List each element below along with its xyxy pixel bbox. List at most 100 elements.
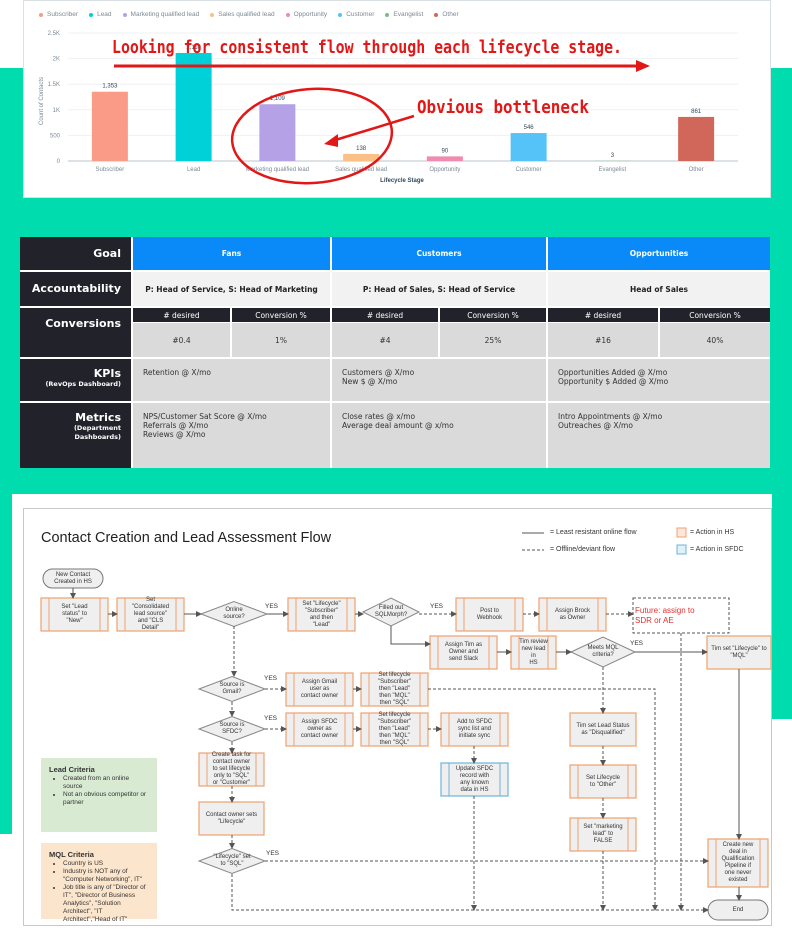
chart-legend: Subscriber Lead Marketing qualified lead Sa…	[39, 11, 459, 18]
process-box	[538, 597, 607, 632]
conversion-header-opportunities: Conversion %	[660, 308, 770, 322]
legend-sfdc-label: = Action in SFDC	[690, 546, 744, 553]
metrics-fans: NPS/Customer Sat Score @ X/mo Referrals …	[133, 403, 330, 468]
goal-header-customers: Customers	[332, 237, 546, 270]
y-axis-label: Count of Contacts	[39, 77, 45, 125]
node-future-label: Future: assign to SDR or AE	[635, 605, 695, 625]
yes-label: YES	[266, 850, 280, 857]
goal-header-opportunities: Opportunities	[548, 237, 770, 270]
accountability-fans: P: Head of Service, S: Head of Marketing	[133, 272, 330, 306]
kpis-title: KPIs	[93, 367, 121, 380]
row-label-conversions: Conversions	[20, 308, 131, 357]
legend-item-marketing-qualified-lead[interactable]: Marketing qualified lead	[122, 11, 199, 18]
desired-value-opportunities: #16	[548, 323, 658, 357]
desired-header-opportunities: # desired	[548, 308, 658, 322]
desired-value-customers: #4	[332, 323, 438, 357]
yes-label: YES	[630, 640, 644, 647]
desired-header-customers: # desired	[332, 308, 438, 322]
yes-label: YES	[264, 675, 278, 682]
node-start-label: New Contact Created in HS	[54, 571, 92, 585]
x-tick-label: Subscriber	[96, 167, 125, 173]
node-post-webhook	[455, 597, 524, 632]
legend-item-subscriber[interactable]: Subscriber	[39, 11, 78, 18]
node-set-lifecycle-lead	[287, 597, 356, 632]
x-tick-label: Evangelist	[599, 167, 627, 173]
flow-connector	[428, 688, 658, 911]
metrics-subtitle: (Department Dashboards)	[73, 424, 121, 441]
bar-value-label: 90	[442, 148, 449, 154]
annotation-arrowhead	[636, 60, 650, 72]
legend-solid-label: = Least resistant online flow	[550, 529, 637, 536]
node-update-sfdc-label: Update SFDC record with any known data i…	[455, 765, 494, 793]
node-filled-sqlmorph-label: Filled out SQLMorph?	[374, 605, 408, 618]
legend-item-evangelist[interactable]: Evangelist	[385, 11, 423, 18]
node-create-deal	[707, 838, 769, 888]
node-set-lifecycle-sfdc-label: Set lifecycle "Subscriber" then "Lead" t…	[378, 712, 411, 746]
process-box	[360, 712, 429, 747]
x-tick-label: Opportunity	[429, 167, 460, 173]
bar-value-label: 1,353	[102, 84, 118, 90]
node-set-lifecycle-lead-label: Set "Lifecycle" "Subscriber" and then "L…	[302, 600, 341, 628]
flow-connector	[390, 626, 431, 647]
process-box	[287, 597, 356, 632]
legend-label: Other	[442, 11, 459, 18]
bar-value-label: 3	[611, 153, 615, 159]
legend-item-customer[interactable]: Customer	[338, 11, 374, 18]
legend-item-lead[interactable]: Lead	[89, 11, 112, 18]
legend-label: Customer	[346, 11, 375, 18]
legend-swatch	[385, 12, 390, 17]
legend-item-sales-qualified-lead[interactable]: Sales qualified lead	[210, 11, 275, 18]
legend-label: Opportunity	[293, 11, 328, 18]
yes-label: YES	[264, 715, 278, 722]
legend-swatch	[210, 12, 215, 17]
node-contact-owner-sets	[198, 801, 265, 836]
bar-value-label: 546	[524, 125, 535, 131]
node-tim-disqualified-label: Tim set Lead Status as "Disqualified"	[576, 722, 630, 736]
legend-item-opportunity[interactable]: Opportunity	[285, 11, 328, 18]
legend-item-other[interactable]: Other	[434, 11, 459, 18]
bar-opportunity	[426, 156, 463, 161]
node-lifecycle-sql-label: "Lifecycle" set to "SQL"	[213, 854, 251, 867]
bar-value-label: 138	[356, 146, 367, 152]
x-tick-label: Other	[689, 167, 704, 173]
legend-dashed-label: = Offline/deviant flow	[550, 546, 616, 553]
kpis-subtitle: (RevOps Dashboard)	[45, 380, 121, 388]
legend-label: Sales qualified lead	[218, 11, 275, 18]
legend-label: Subscriber	[47, 11, 79, 18]
annotation-bottleneck-circle	[230, 87, 394, 185]
legend-swatch	[122, 12, 127, 17]
node-set-consolidated	[116, 597, 185, 632]
node-add-sfdc-sync	[440, 712, 509, 747]
node-filled-sqlmorph	[361, 597, 421, 627]
legend-sfdc-swatch	[676, 544, 687, 555]
node-set-lifecycle-gmail-label: Set lifecycle "Subscriber" then "Lead" t…	[378, 672, 411, 706]
flow-title: Contact Creation and Lead Assessment Flo…	[41, 530, 332, 546]
y-tick-label: 2.5K	[48, 31, 60, 37]
kpis-opportunities: Opportunities Added @ X/mo Opportunity $…	[548, 359, 770, 401]
desired-header-fans: # desired	[133, 308, 230, 322]
node-assign-gmail-label: Assign Gmail user as contact owner	[300, 679, 339, 699]
node-create-task	[198, 752, 265, 787]
annotation-flow-text: Looking for consistent flow through each…	[112, 37, 622, 58]
y-tick-label: 1K	[53, 108, 60, 114]
kpis-fans: Retention @ X/mo	[133, 359, 330, 401]
y-tick-label: 1.5K	[48, 82, 60, 88]
lifecycle-chart-panel: Subscriber Lead Marketing qualified lead Sa…	[23, 0, 771, 198]
legend-swatch	[89, 12, 94, 17]
node-tim-review-label: Tim review new lead in HS	[519, 638, 548, 666]
conversion-header-fans: Conversion %	[232, 308, 330, 322]
node-source-gmail-label: Source is Gmail?	[219, 682, 245, 695]
kpis-customers: Customers @ X/mo New $ @ X/mo	[332, 359, 546, 401]
annotation-bottleneck-text: Obvious bottleneck	[417, 97, 589, 118]
node-set-lead-status	[40, 597, 109, 632]
legend-label: Lead	[97, 11, 112, 18]
lead-criteria-item: Not an obvious competitor or partner	[63, 791, 149, 807]
metrics-title: Metrics	[75, 411, 121, 424]
row-label-kpis: KPIs(RevOps Dashboard)	[20, 359, 131, 401]
flow-diagram-panel: Contact Creation and Lead Assessment Flo…	[23, 508, 772, 926]
process-box	[455, 597, 524, 632]
legend-swatch	[39, 12, 43, 17]
metrics-customers: Close rates @ x/mo Average deal amount @…	[332, 403, 546, 468]
